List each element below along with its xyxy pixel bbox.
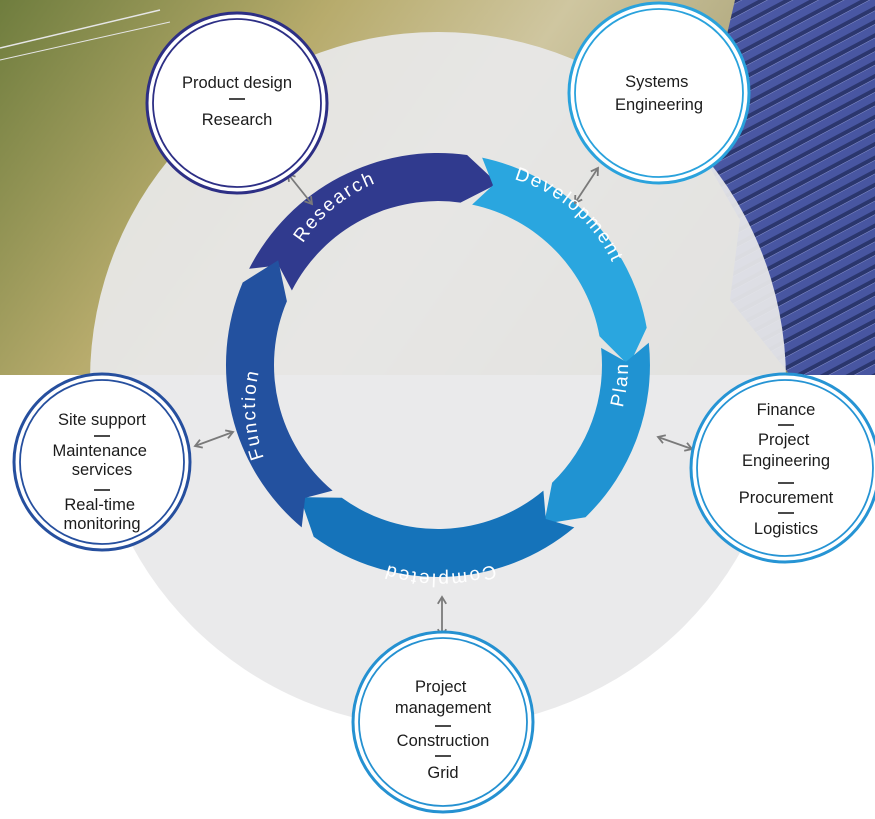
arrowhead-icon [304,195,314,206]
function-node-line: Real-time [64,496,135,514]
plan-node: Finance Project Engineering Procurement … [689,372,875,564]
research-node-inner-ring [152,18,322,188]
function-node-line: Site support [58,411,146,429]
function-node: Site support Maintenance services Real-t… [12,372,192,552]
plan-node-line: Procurement [739,489,834,507]
function-node-line: Maintenance [52,442,146,460]
cycle-segment-plan [544,342,650,524]
cycle-segment-function [225,260,333,528]
completed-node-line: Grid [427,764,458,782]
completed-node: Project management Construction Grid [351,630,535,814]
connector-plan [656,434,694,452]
connector-completed [437,595,447,638]
function-node-inner-ring [19,379,185,545]
development-node-line: Engineering [615,96,703,114]
function-node-text: Real-time monitoring [63,496,140,533]
arrowhead-icon [656,434,666,444]
arrowhead-icon [437,595,447,605]
connector-line [657,436,693,450]
plan-node-text: Project Engineering [742,431,830,470]
completed-node-line: Project [415,678,467,696]
completed-node-text: Project management [395,678,492,717]
cycle-segment-research [249,152,498,291]
backdrop-disc [90,32,786,728]
research-node-line: Research [202,111,273,129]
connector-research [286,172,314,206]
arrowhead-icon [574,194,583,205]
connector-line [574,167,599,204]
plan-node-line: Logistics [754,520,818,538]
function-node-line: services [72,461,133,479]
completed-node-line: Construction [397,732,490,750]
development-node-line: Systems [625,73,688,91]
development-node-inner-ring [574,8,744,178]
power-line [0,21,171,61]
completed-node-line: management [395,699,492,717]
research-node: Product design Research [145,11,329,195]
arrowhead-icon [225,429,235,439]
connector-development [574,166,599,205]
plan-node-line: Engineering [742,452,830,470]
function-node-line: monitoring [63,515,140,533]
cycle-segment-completed [300,490,575,577]
development-node-text: Systems Engineering [615,73,703,114]
connector-line [287,173,313,205]
arrowhead-icon [590,166,599,177]
connector-line [194,431,234,447]
function-node-text: Maintenance services [52,442,151,479]
plan-node-line: Finance [757,401,816,419]
power-line [0,9,161,49]
connector-function [193,429,235,449]
research-node-line: Product design [182,74,292,92]
completed-node-inner-ring [358,637,528,807]
plan-node-line: Project [758,431,810,449]
arrowhead-icon [193,439,203,449]
plan-node-inner-ring [696,379,874,557]
cycle-segment-development [472,157,647,366]
development-node: Systems Engineering [567,1,751,185]
